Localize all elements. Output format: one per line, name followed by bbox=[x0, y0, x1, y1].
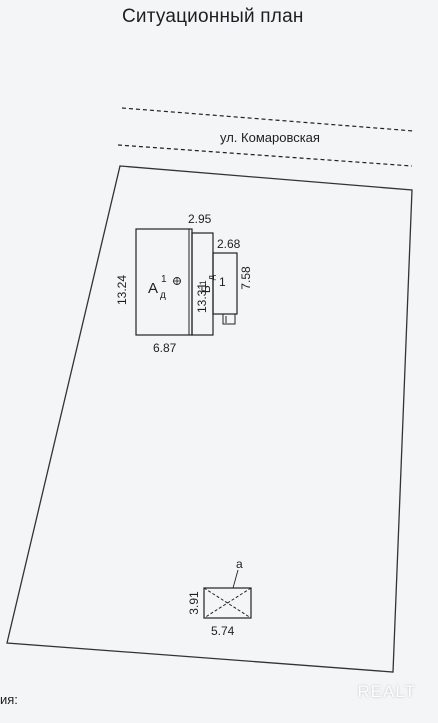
structure-a-label: а bbox=[236, 557, 243, 571]
building-a-label-sup: 1 bbox=[161, 274, 167, 285]
building-a-height-dim: 13.24 bbox=[115, 275, 129, 305]
building-a-width-dim: 6.87 bbox=[153, 341, 177, 355]
watermark-logo: REALT bbox=[357, 682, 416, 701]
crosshair-icon bbox=[173, 277, 181, 285]
structure-a-leader bbox=[232, 569, 239, 589]
street-line-bottom bbox=[117, 144, 413, 167]
building-a-top-dim: 2.95 bbox=[188, 212, 212, 226]
building-a-label: А bbox=[148, 280, 158, 297]
building-b-height-dim: 13.31 bbox=[195, 283, 209, 313]
page-title: Ситуационный план bbox=[122, 6, 304, 27]
footer-text-fragment: ия: bbox=[0, 692, 18, 707]
annex-porch bbox=[222, 313, 236, 325]
structure-a-height-dim: 3.91 bbox=[187, 591, 201, 615]
structure-a-width-dim: 5.74 bbox=[211, 624, 235, 638]
structure-a-diag-2 bbox=[203, 587, 252, 619]
plot-boundary bbox=[6, 165, 413, 673]
street-name: ул. Комаровская bbox=[220, 130, 320, 145]
annex-height-dim: 7.58 bbox=[239, 266, 253, 290]
annex-floor-label: 1 bbox=[219, 275, 226, 289]
street-line-top bbox=[121, 107, 415, 132]
structure-a-outline bbox=[203, 587, 252, 619]
annex-width-dim: 2.68 bbox=[217, 237, 241, 251]
building-a-label-sub: д bbox=[160, 290, 166, 301]
building-b-label: Б1д bbox=[198, 274, 216, 293]
